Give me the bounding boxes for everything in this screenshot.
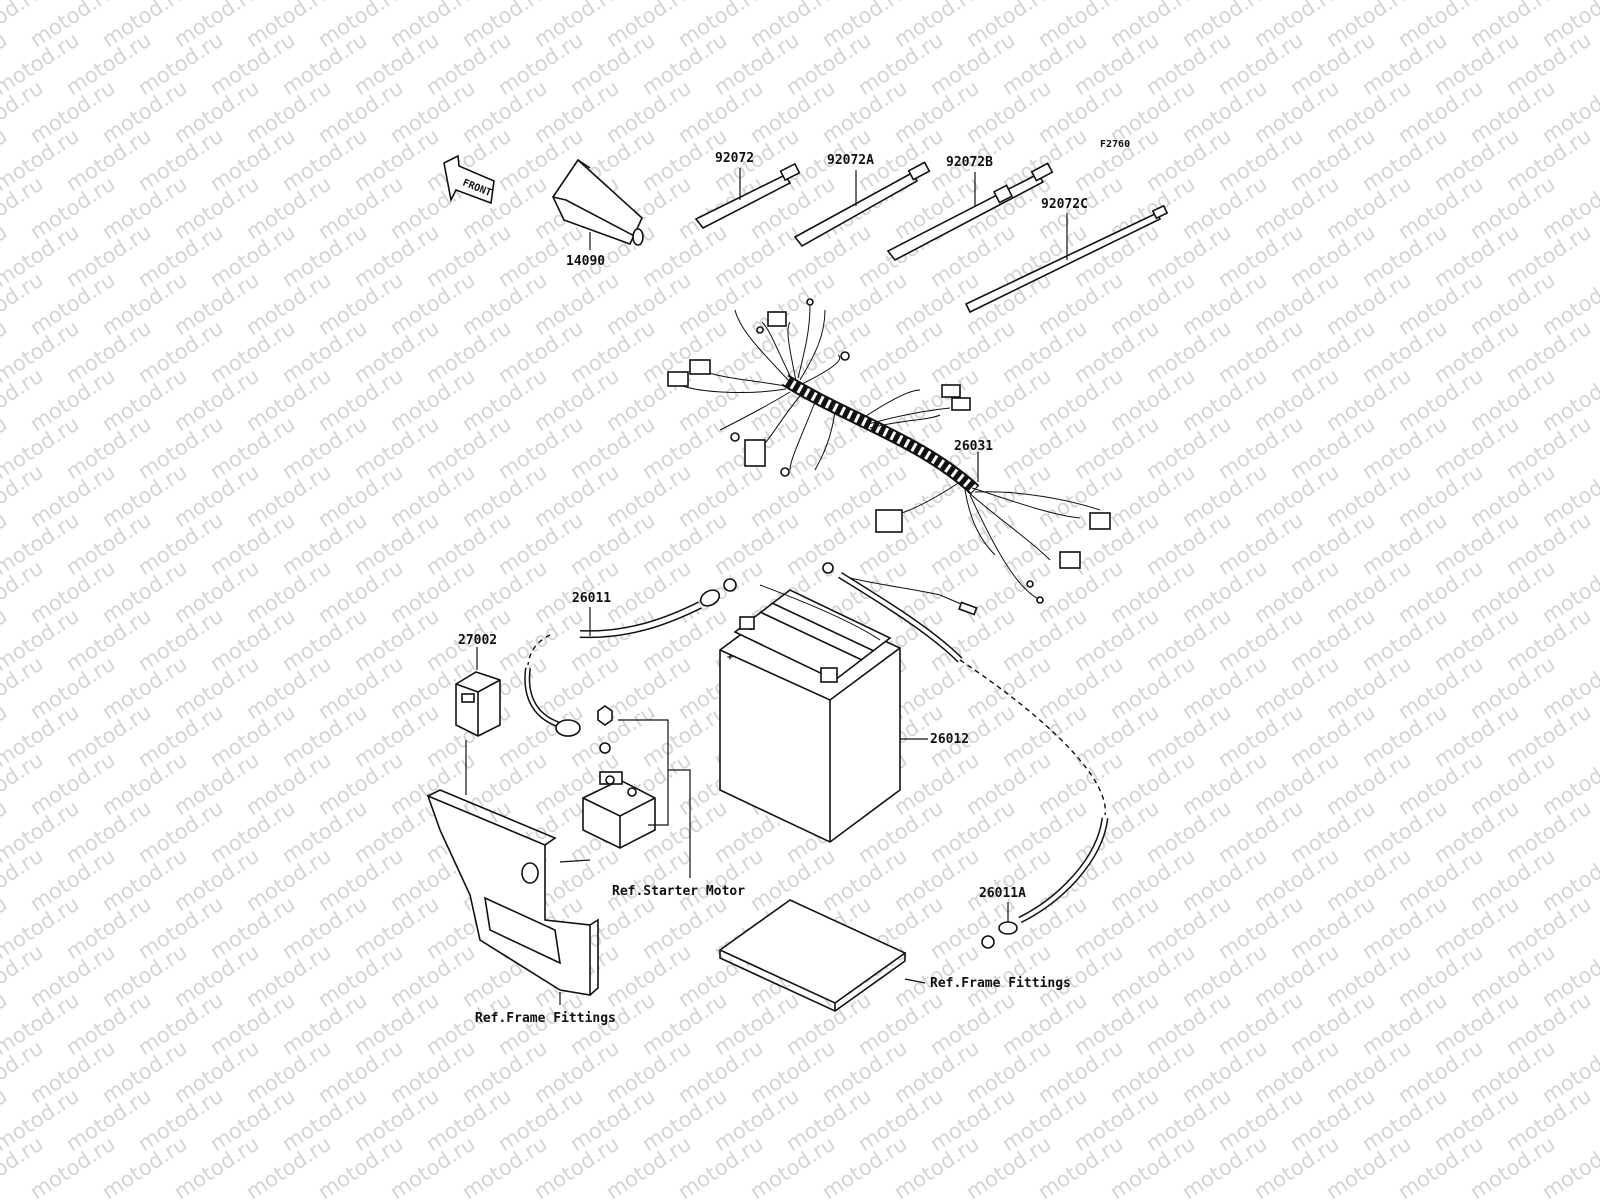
ref-starter-motor: Ref.Starter Motor: [612, 884, 745, 899]
battery-cable-26011A: [822, 562, 1109, 949]
part-number-27002: 27002: [458, 633, 497, 648]
part-number-26011A: 26011A: [979, 886, 1026, 901]
part-number-26011: 26011: [572, 591, 611, 606]
cable-tie-92072B: [886, 162, 1054, 262]
battery-cable-26011: [524, 578, 737, 754]
cable-tie-92072: [694, 162, 801, 230]
figure-code: F2760: [1100, 139, 1130, 150]
relay-27002: [455, 671, 501, 737]
part-number-92072: 92072: [715, 151, 754, 166]
battery-26012: - +: [719, 584, 901, 843]
ref-frame-fittings-left: Ref.Frame Fittings: [475, 1011, 616, 1026]
battery-pad: [718, 899, 907, 1012]
ref-frame-fittings-right: Ref.Frame Fittings: [930, 976, 1071, 991]
part-number-26012: 26012: [930, 732, 969, 747]
battery-plus-sign: +: [727, 652, 733, 663]
battery-minus-sign: -: [748, 624, 754, 635]
part-number-14090: 14090: [566, 254, 605, 269]
part-number-26031: 26031: [954, 439, 993, 454]
cable-tie-92072A: [793, 161, 931, 248]
part-number-92072C: 92072C: [1041, 197, 1088, 212]
wiring-harness-26031: [667, 298, 1111, 604]
frame-bracket: [426, 789, 599, 996]
cable-tie-92072C: [964, 204, 1169, 314]
part-number-92072B: 92072B: [946, 155, 993, 170]
cover-14090: [552, 158, 644, 246]
starter-relay: [582, 771, 656, 849]
front-arrow-icon: FRONT: [443, 154, 495, 205]
part-number-92072A: 92072A: [827, 153, 874, 168]
